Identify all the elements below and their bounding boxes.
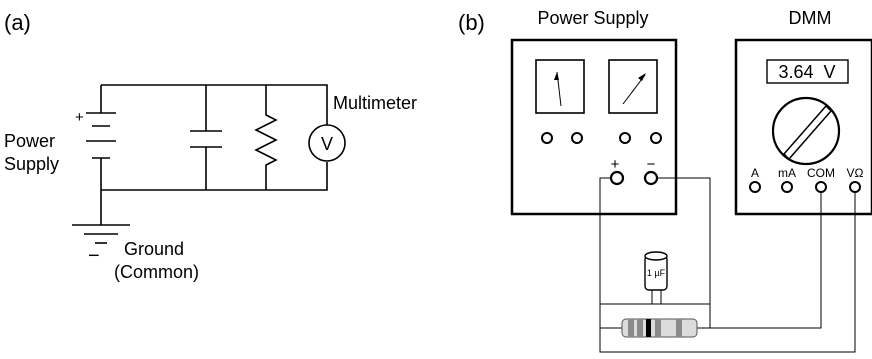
capacitor-top [644, 251, 668, 261]
resistor-symbol [254, 85, 278, 190]
jack-label-ma: mA [778, 166, 796, 180]
wire-to-com [710, 193, 822, 329]
power-supply-title: Power Supply [537, 8, 648, 28]
voltmeter-symbol: V [308, 124, 346, 162]
dmm-selector-dial[interactable] [771, 96, 841, 166]
resistor-band [637, 319, 643, 337]
bottom-rail-wire [101, 162, 328, 191]
resistor-band [646, 319, 651, 337]
jack-v-ohm[interactable] [849, 181, 861, 193]
multimeter-label: Multimeter [333, 93, 417, 113]
panel-b-label: (b) [458, 10, 485, 35]
jack-a[interactable] [749, 181, 761, 193]
jack-label-v-ohm: VΩ [847, 166, 864, 180]
panel-a-label: (a) [4, 10, 31, 35]
terminal-plus-label: + [611, 156, 620, 173]
resistor-band [655, 319, 661, 337]
resistor-component [621, 318, 698, 338]
wire-minus-vertical [657, 177, 711, 328]
knob[interactable] [571, 132, 583, 144]
terminal-minus[interactable] [643, 170, 659, 186]
jack-label-com: COM [807, 166, 835, 180]
panel-b: (b) Power Supply DMM + − [458, 8, 872, 353]
terminal-plus[interactable] [609, 170, 625, 186]
dial-pointer [782, 104, 833, 161]
knob[interactable] [650, 132, 662, 144]
dmm-display [766, 59, 849, 84]
jack-ma[interactable] [781, 181, 793, 193]
capacitor-value-label: 1 µF [647, 268, 666, 278]
ground-minus-sign: − [88, 245, 100, 267]
ground-label-line2: (Common) [114, 262, 199, 282]
resistor-band [628, 319, 634, 337]
capacitor-symbol [190, 85, 222, 190]
schematic-wires [100, 84, 328, 225]
terminal-minus-label: − [647, 156, 656, 173]
voltmeter-letter: V [321, 134, 333, 154]
breadboard-wiring [599, 177, 856, 353]
resistor-band [676, 319, 682, 337]
voltage-meter-window [535, 59, 585, 114]
wire-plus-to-v-ohm [599, 177, 856, 353]
ground-label-line1: Ground [124, 239, 184, 259]
jack-label-a: A [751, 166, 759, 180]
dmm-unit: 3.64 V A mA COM VΩ [734, 38, 872, 216]
panel-a: (a) + Power Supply [4, 10, 417, 282]
knob[interactable] [541, 132, 553, 144]
knob[interactable] [619, 132, 631, 144]
power-supply-label-line2: Supply [4, 154, 59, 174]
battery-symbol [86, 112, 116, 159]
current-meter-window [608, 59, 658, 114]
ground-symbol [72, 224, 130, 244]
electrolytic-capacitor: 1 µF [644, 251, 668, 291]
power-supply-knobs [541, 132, 662, 144]
dmm-jacks: A mA COM VΩ [749, 166, 864, 193]
dmm-display-value: 3.64 V [778, 62, 835, 82]
power-supply-unit: + − [510, 38, 678, 216]
dmm-title: DMM [789, 8, 832, 28]
battery-plus-sign: + [75, 109, 84, 126]
power-supply-label-line1: Power [4, 131, 55, 151]
jack-com[interactable] [815, 181, 827, 193]
top-rail-wire [101, 84, 328, 125]
